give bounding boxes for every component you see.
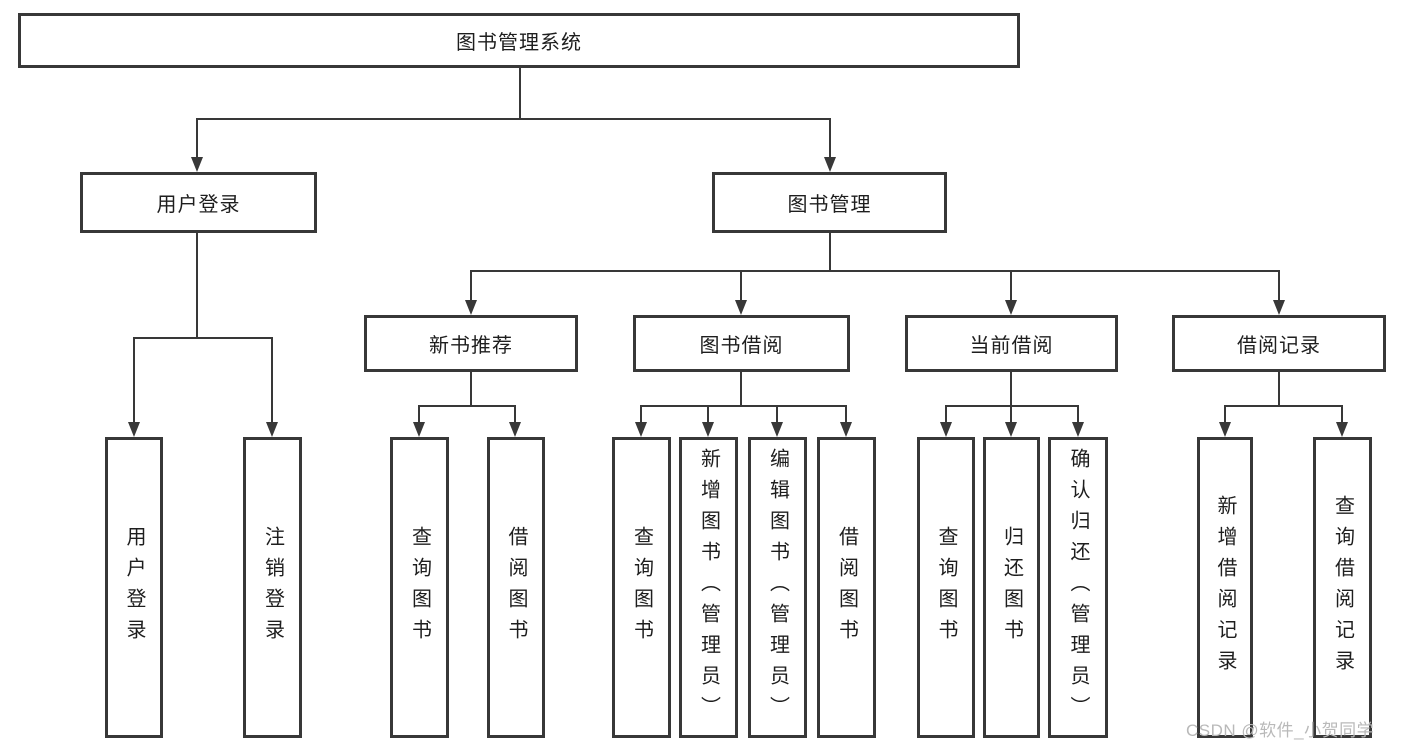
connector-drop-nb-borrow	[514, 405, 516, 423]
leaf-br-add-record: 新增借阅记录	[1197, 437, 1253, 738]
node-new-book-rec-label: 新书推荐	[429, 335, 513, 357]
connector-drop-br-query	[1341, 405, 1343, 423]
leaf-bb-query-books: 查询图书	[612, 437, 671, 738]
leaf-bb-add-books-admin-label: 新增图书（管理员）	[697, 448, 720, 727]
leaf-nb-borrow-books: 借阅图书	[487, 437, 545, 738]
node-user-login-label: 用户登录	[156, 194, 241, 216]
node-root-library-system: 图书管理系统	[18, 13, 1020, 68]
connector-drop-bb-query	[640, 405, 642, 423]
connector-borrow-record-stem	[1278, 372, 1280, 405]
connector-drop-bb-edit	[776, 405, 778, 423]
leaf-bb-edit-books-admin: 编辑图书（管理员）	[748, 437, 807, 738]
connector-borrow-record-rail	[1224, 405, 1343, 407]
connector-drop-user-login	[196, 118, 198, 158]
leaf-nb-query-books: 查询图书	[390, 437, 449, 738]
arrowhead-leaf-login	[128, 422, 140, 437]
connector-current-borrow-stem	[1010, 372, 1012, 405]
leaf-logout: 注销登录	[243, 437, 302, 738]
arrowhead-cb-confirm	[1072, 422, 1084, 437]
arrowhead-leaf-logout	[266, 422, 278, 437]
node-borrow-record-label: 借阅记录	[1237, 335, 1321, 357]
arrowhead-bb-query	[635, 422, 647, 437]
node-borrow-record: 借阅记录	[1172, 315, 1386, 372]
arrowhead-bb-edit	[771, 422, 783, 437]
connector-level2-rail	[196, 118, 831, 120]
arrowhead-book-mgmt	[824, 157, 836, 172]
arrowhead-new-book-rec	[465, 300, 477, 315]
leaf-cb-query-books: 查询图书	[917, 437, 975, 738]
leaf-cb-return-books-label: 归还图书	[1000, 525, 1023, 650]
connector-drop-book-borrow	[740, 270, 742, 301]
arrowhead-bb-borrow	[840, 422, 852, 437]
leaf-cb-return-books: 归还图书	[983, 437, 1040, 738]
arrowhead-bb-add	[702, 422, 714, 437]
connector-drop-cb-return	[1010, 405, 1012, 423]
leaf-bb-borrow-books: 借阅图书	[817, 437, 876, 738]
connector-drop-cb-query	[945, 405, 947, 423]
arrowhead-cb-query	[940, 422, 952, 437]
node-book-borrow-label: 图书借阅	[699, 335, 784, 357]
connector-drop-nb-query	[418, 405, 420, 423]
leaf-br-query-record: 查询借阅记录	[1313, 437, 1372, 738]
connector-root-stem	[519, 67, 521, 118]
connector-current-borrow-rail	[945, 405, 1079, 407]
leaf-nb-borrow-books-label: 借阅图书	[505, 525, 527, 650]
node-root-label: 图书管理系统	[456, 32, 582, 54]
leaf-br-query-record-label: 查询借阅记录	[1331, 494, 1354, 681]
arrowhead-current-borrow	[1005, 300, 1017, 315]
node-current-borrow: 当前借阅	[905, 315, 1118, 372]
csdn-watermark: CSDN @软件_小贺同学	[1186, 721, 1375, 740]
connector-new-book-rec-stem	[470, 372, 472, 405]
leaf-logout-label: 注销登录	[261, 525, 284, 650]
connector-book-mgmt-stem	[829, 233, 831, 270]
connector-drop-bb-add	[707, 405, 709, 423]
arrowhead-nb-query	[413, 422, 425, 437]
leaf-bb-borrow-books-label: 借阅图书	[835, 525, 858, 650]
arrowhead-cb-return	[1005, 422, 1017, 437]
connector-drop-borrow-record	[1278, 270, 1280, 301]
leaf-nb-query-books-label: 查询图书	[408, 525, 431, 650]
arrowhead-br-add	[1219, 422, 1231, 437]
node-user-login: 用户登录	[80, 172, 317, 233]
node-current-borrow-label: 当前借阅	[969, 335, 1054, 357]
connector-drop-new-book-rec	[470, 270, 472, 301]
leaf-user-login-label: 用户登录	[123, 525, 145, 650]
leaf-cb-confirm-return-admin: 确认归还（管理员）	[1048, 437, 1108, 738]
connector-drop-cb-confirm	[1077, 405, 1079, 423]
leaf-cb-query-books-label: 查询图书	[935, 525, 957, 650]
connector-new-book-rec-rail	[418, 405, 516, 407]
arrowhead-user-login	[191, 157, 203, 172]
connector-drop-leaf-logout	[271, 337, 273, 423]
connector-drop-bb-borrow	[845, 405, 847, 423]
leaf-user-login: 用户登录	[105, 437, 163, 738]
node-book-borrow: 图书借阅	[633, 315, 850, 372]
leaf-bb-add-books-admin: 新增图书（管理员）	[679, 437, 738, 738]
leaf-bb-edit-books-admin-label: 编辑图书（管理员）	[766, 448, 789, 727]
arrowhead-book-borrow	[735, 300, 747, 315]
connector-book-borrow-stem	[740, 372, 742, 405]
node-book-mgmt: 图书管理	[712, 172, 947, 233]
connector-drop-current-borrow	[1010, 270, 1012, 301]
node-new-book-rec: 新书推荐	[364, 315, 578, 372]
connector-drop-br-add	[1224, 405, 1226, 423]
connector-drop-book-mgmt	[829, 118, 831, 158]
arrowhead-borrow-record	[1273, 300, 1285, 315]
connector-level3-rail	[470, 270, 1280, 272]
connector-book-borrow-rail	[640, 405, 846, 407]
arrowhead-br-query	[1336, 422, 1348, 437]
connector-user-login-stem	[196, 233, 198, 337]
connector-user-login-rail	[133, 337, 273, 339]
leaf-br-add-record-label: 新增借阅记录	[1214, 494, 1236, 681]
node-book-mgmt-label: 图书管理	[787, 194, 872, 216]
arrowhead-nb-borrow	[509, 422, 521, 437]
leaf-bb-query-books-label: 查询图书	[630, 525, 653, 650]
connector-drop-leaf-login	[133, 337, 135, 423]
leaf-cb-confirm-return-admin-label: 确认归还（管理员）	[1067, 448, 1089, 727]
